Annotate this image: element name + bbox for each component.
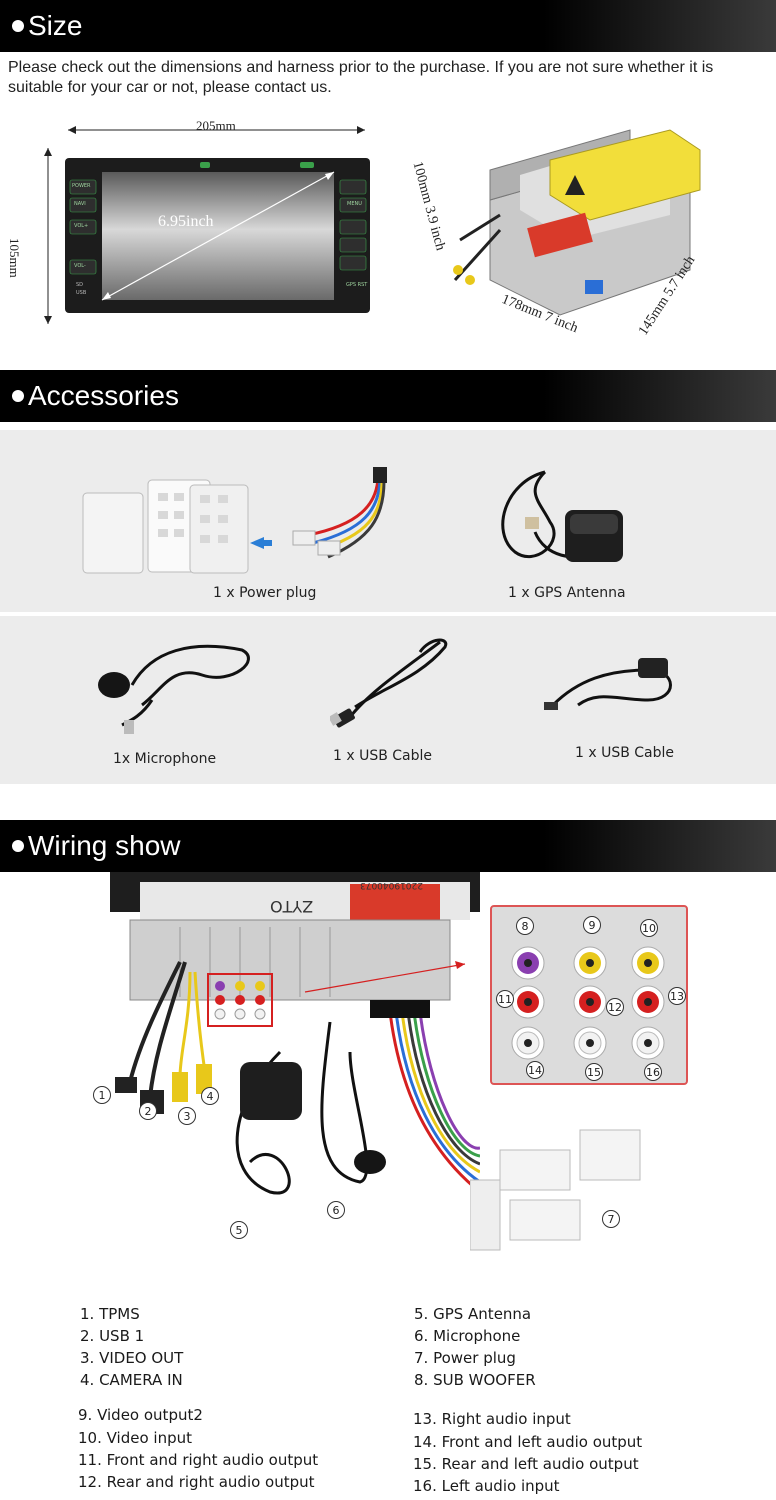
legend-item-12: 12. Rear and right audio output [78, 1473, 315, 1491]
legend-item-14: 14. Front and left audio output [413, 1433, 643, 1451]
serial-label: 22019040073 [360, 880, 423, 890]
legend-item-13: 13. Right audio input [413, 1410, 571, 1428]
brand-label: ZYTO [270, 897, 314, 916]
connector-number-4: 4 [201, 1087, 219, 1105]
size-section-header: Size [0, 0, 776, 52]
legend-item-11: 11. Front and right audio output [78, 1451, 319, 1469]
rca-number-11: 11 [496, 990, 514, 1008]
gps-rst-button-label: GPS RST [346, 282, 368, 288]
gps-antenna-caption: 1 x GPS Antenna [508, 585, 626, 601]
connector-number-7: 7 [602, 1210, 620, 1228]
gps-antenna-image [501, 470, 623, 562]
rca-number-8: 8 [516, 917, 534, 935]
usb-cable-caption-1: 1 x USB Cable [333, 748, 433, 764]
usb-cable-image-2 [544, 658, 672, 710]
wiring-section-header: Wiring show [0, 820, 776, 872]
width-dimension-label: 205mm [196, 118, 236, 133]
screen-size-label: 6.95inch [158, 213, 214, 230]
wiring-section-title: Wiring show [28, 830, 181, 861]
menu-button-label: MENU [347, 201, 362, 207]
rca-number-12: 12 [606, 998, 624, 1016]
rca-jacks [511, 946, 665, 1060]
rca-number-9: 9 [583, 916, 601, 934]
legend-item-8: 8. SUB WOOFER [414, 1371, 536, 1389]
height-dimension-label: 105mm [7, 238, 22, 278]
legend-item-5: 5. GPS Antenna [414, 1305, 532, 1323]
usb-cable-caption-2: 1 x USB Cable [575, 745, 675, 761]
microphone-image [98, 644, 250, 734]
power-plug-caption: 1 x Power plug [213, 585, 317, 601]
legend-item-15: 15. Rear and left audio output [413, 1455, 639, 1473]
legend-item-6: 6. Microphone [414, 1327, 521, 1345]
vol-up-button-label: VOL+ [74, 223, 89, 229]
rca-number-14: 14 [526, 1061, 544, 1079]
vol-down-button-label: VOL- [74, 263, 86, 269]
head-unit-front-diagram [44, 126, 370, 324]
usb-cable-image-1 [330, 638, 448, 728]
connector-number-5: 5 [230, 1221, 248, 1239]
legend-item-1: 1. TPMS [80, 1305, 140, 1323]
legend-item-3: 3. VIDEO OUT [80, 1349, 184, 1367]
legend-item-10: 10. Video input [78, 1429, 193, 1447]
legend-item-9: 9. Video output2 [78, 1406, 203, 1424]
sd-slot-label: SD [76, 282, 84, 288]
legend-item-7: 7. Power plug [414, 1349, 516, 1367]
rca-number-15: 15 [585, 1063, 603, 1081]
rca-number-13: 13 [668, 987, 686, 1005]
connector-number-2: 2 [139, 1102, 157, 1120]
power-button-label: POWER [72, 183, 91, 189]
accessories-section-title: Accessories [28, 380, 179, 411]
microphone-caption: 1x Microphone [113, 751, 217, 767]
bullet-icon [12, 840, 24, 852]
legend-item-2: 2. USB 1 [80, 1327, 145, 1345]
bullet-icon [12, 20, 24, 32]
usb-slot-label: USB [76, 290, 87, 296]
power-plug-image [82, 467, 387, 574]
rca-number-16: 16 [644, 1063, 662, 1081]
size-section-title: Size [28, 10, 83, 41]
accessories-section-header: Accessories [0, 370, 776, 422]
legend-item-16: 16. Left audio input [413, 1477, 560, 1495]
legend-item-4: 4. CAMERA IN [80, 1371, 183, 1389]
connector-number-6: 6 [327, 1201, 345, 1219]
bullet-icon [12, 390, 24, 402]
wiring-diagram [110, 872, 480, 1195]
size-intro-text: Please check out the dimensions and harn… [8, 59, 714, 96]
connector-number-3: 3 [178, 1107, 196, 1125]
rca-number-10: 10 [640, 919, 658, 937]
head-unit-rear-diagram [453, 129, 701, 316]
navi-button-label: NAVI [74, 201, 86, 207]
power-plug-connector [470, 1129, 641, 1251]
connector-number-1: 1 [93, 1086, 111, 1104]
